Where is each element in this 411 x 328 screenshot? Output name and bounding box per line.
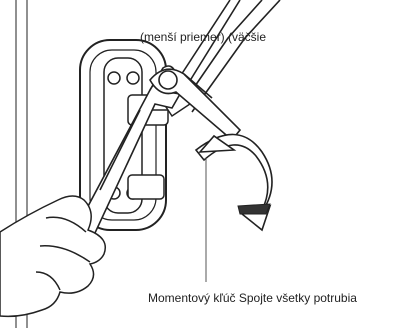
rotation-arrow-icon [196, 134, 272, 230]
top-label: (menší priemer) (väčšie [140, 30, 266, 44]
bottom-label: Momentový kľúč Spojte všetky potrubia [148, 291, 357, 305]
